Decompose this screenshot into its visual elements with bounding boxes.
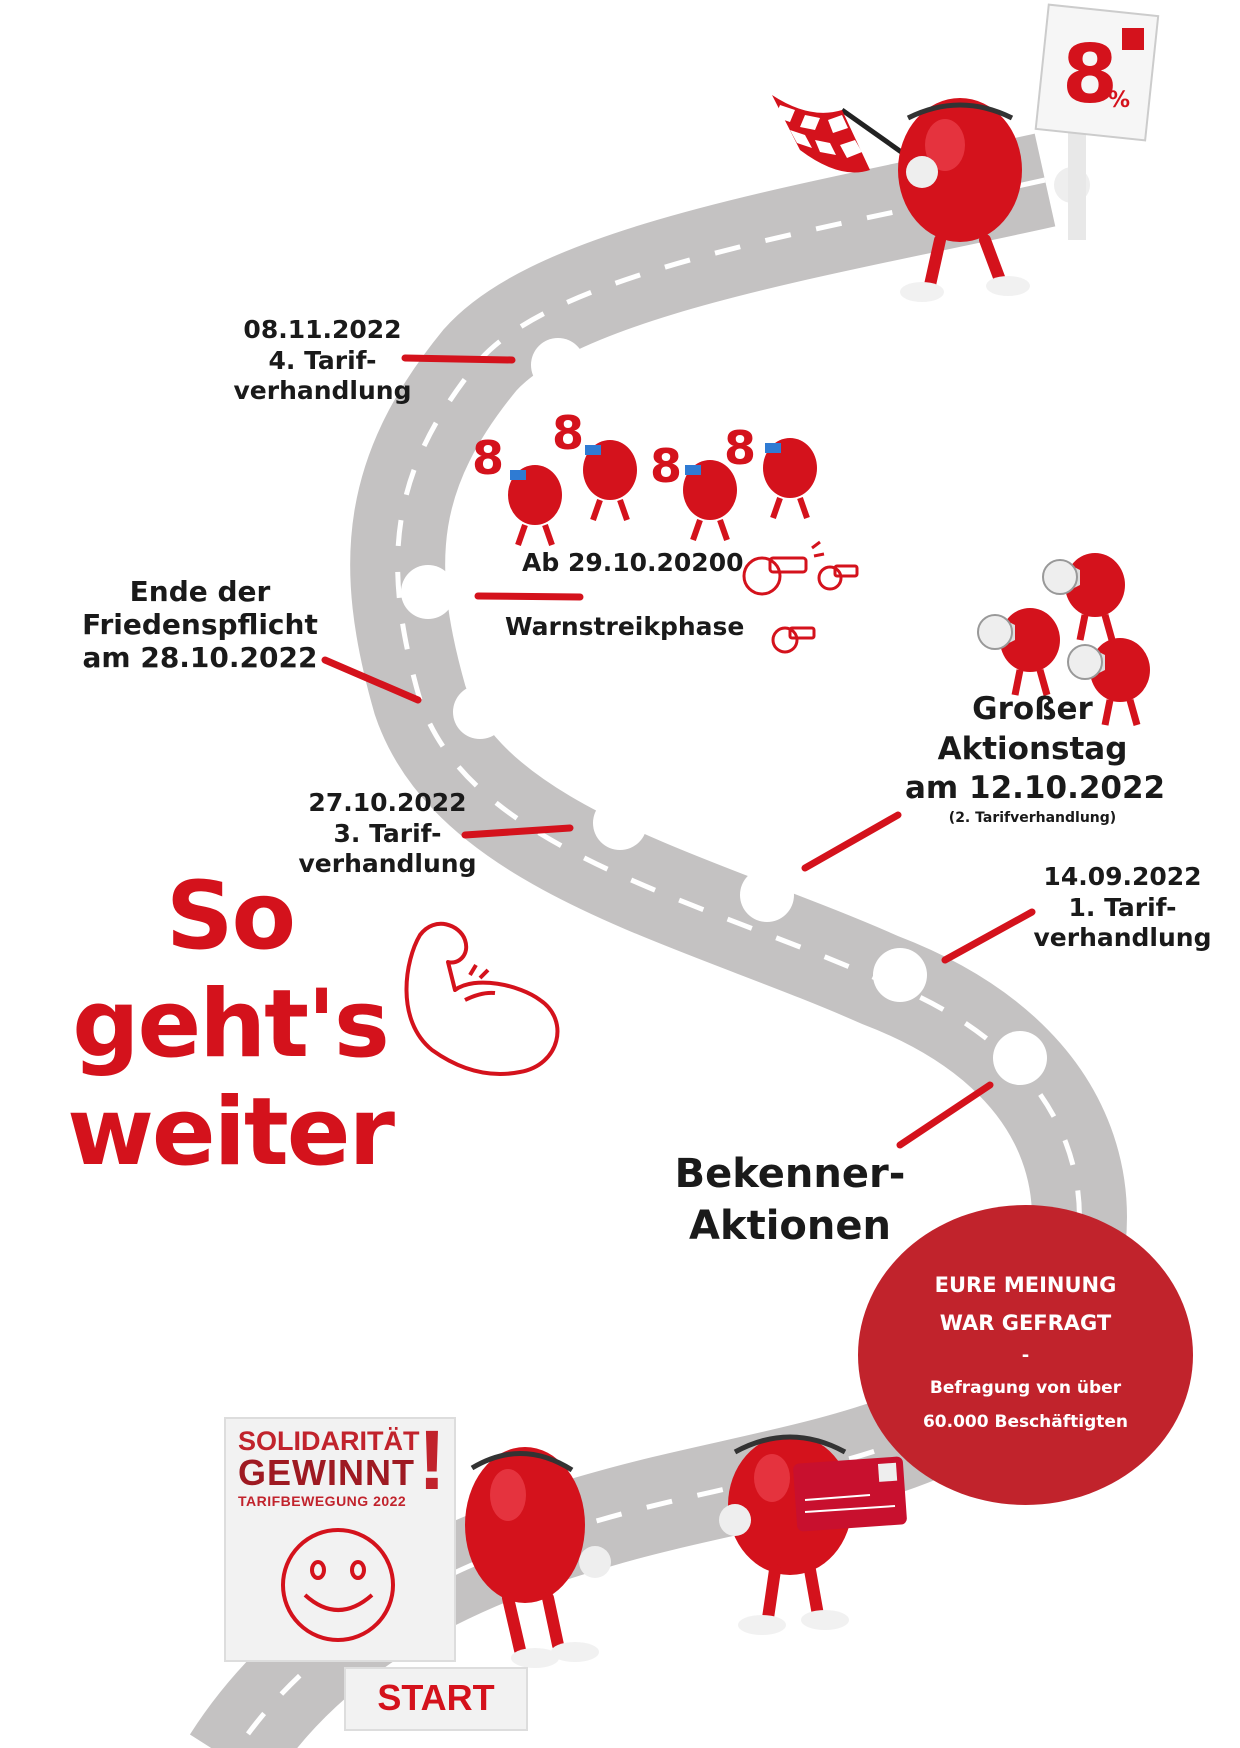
goal-sign-value: 8 [1062, 28, 1118, 121]
milestone-label-m3: 27.10.2022 3. Tarif- verhandlung [295, 788, 480, 880]
milestone-m4-line1: 4. Tarif- [268, 345, 377, 375]
crowd-mascot-3 [683, 460, 737, 541]
headline: So geht's weiter [50, 870, 410, 1180]
mascot-poster [465, 1447, 611, 1668]
whistle-icon-3 [771, 626, 816, 654]
aktionstag-note: (2. Tarifverhandlung) [948, 810, 1117, 827]
headline-line3: weiter [67, 1078, 395, 1187]
milestone-m3-date: 27.10.2022 [308, 788, 467, 817]
milestone-circle-3 [593, 796, 647, 850]
milestone-circle-bekenner [993, 1031, 1047, 1085]
headline-line2: geht's [72, 970, 390, 1079]
survey-badge-line3: Befragung von über [929, 1378, 1122, 1398]
aktionstag-line2: Aktionstag [937, 730, 1128, 767]
milestone-m4-line2: verhandlung [233, 376, 412, 405]
headline-line1: So [165, 862, 296, 971]
milestone-m1-line1: 1. Tarif- [1068, 892, 1177, 922]
milestone-label-m1: 14.09.2022 1. Tarif- verhandlung [1025, 862, 1220, 954]
poster-line3: TARIFBEWEGUNG 2022 [238, 1493, 407, 1509]
milestone-label-aktionstag: Großer Aktionstag am 12.10.2022 (2. Tari… [905, 690, 1166, 827]
connector-bekenner [896, 1081, 994, 1149]
crowd-mascots [508, 438, 817, 546]
survey-badge-line2: WAR GEFRAGT [939, 1311, 1112, 1335]
milestone-m1-line2: verhandlung [1033, 923, 1212, 952]
megaphone-mascot-2 [977, 608, 1060, 696]
milestone-label-friedenspflicht: Ende der Friedenspflicht am 28.10.2022 [80, 575, 320, 674]
milestone-circle-4 [531, 338, 585, 392]
poster-exclaim: ! [418, 1413, 446, 1507]
connector-aktionstag [801, 811, 902, 872]
whistle-icon-1 [742, 540, 825, 596]
poster-text: SOLIDARITÄT GEWINNT TARIFBEWEGUNG 2022 [238, 1426, 448, 1509]
connector-friedenspflicht [321, 656, 422, 704]
megaphone-mascots [977, 553, 1150, 726]
survey-badge: EURE MEINUNG WAR GEFRAGT - Befragung von… [858, 1205, 1193, 1505]
whistle-icon-2 [817, 564, 859, 591]
survey-badge-line4: 60.000 Beschäftigten [922, 1412, 1129, 1432]
milestone-label-bekenner: Bekenner- Aktionen [660, 1148, 920, 1252]
crowd-mascot-4 [763, 438, 817, 519]
crowd-sign-2: 8 [552, 406, 585, 460]
milestone-label-m4: 08.11.2022 4. Tarif- verhandlung [225, 315, 420, 407]
warnstreik-label: Warnstreikphase [505, 612, 745, 641]
aktionstag-line3: am 12.10.2022 [905, 770, 1166, 807]
connector-m4 [401, 354, 516, 364]
crowd-sign-1: 8 [472, 431, 505, 485]
connector-m1 [941, 908, 1036, 964]
friedenspflicht-line3: am 28.10.2022 [82, 641, 318, 675]
milestone-m3-line1: 3. Tarif- [333, 818, 442, 848]
milestone-circle-friedenspflicht [401, 565, 455, 619]
connector-m3 [461, 824, 574, 839]
milestone-markers [401, 338, 1047, 1085]
flexed-arm-heart-icon [404, 921, 560, 1076]
survey-badge-dash: - [1021, 1345, 1030, 1366]
goal-sign-unit: % [1108, 88, 1131, 113]
solidaritaet-poster [224, 1417, 456, 1662]
goal-sign [1034, 3, 1160, 240]
milestone-circle-warnstreik [453, 685, 507, 739]
start-banner [344, 1667, 528, 1731]
megaphone-mascot-1 [1042, 553, 1125, 641]
friedenspflicht-line2: Friedenspflicht [82, 608, 318, 642]
friedenspflicht-line1: Ende der [129, 575, 271, 608]
milestone-m4-date: 08.11.2022 [243, 315, 402, 344]
connector-warnstreik [474, 592, 584, 601]
crowd-mascot-1 [508, 465, 562, 546]
smiley-icon [281, 1528, 395, 1642]
mascot-card [719, 1434, 907, 1635]
membership-card-icon [793, 1456, 907, 1532]
crowd-mascot-2 [583, 440, 637, 521]
bekenner-line1: Bekenner- [674, 1151, 906, 1197]
milestone-circle-1 [873, 948, 927, 1002]
aktionstag-line1: Großer [972, 691, 1093, 727]
milestone-m3-line2: verhandlung [298, 849, 477, 878]
milestone-m1-date: 14.09.2022 [1043, 862, 1202, 891]
milestone-circle-aktionstag [740, 868, 794, 922]
warnstreik-date: Ab 29.10.20200 [522, 548, 744, 577]
poster-line2: GEWINNT [238, 1452, 415, 1493]
start-label: START [377, 1677, 495, 1718]
crowd-sign-4: 8 [724, 421, 757, 475]
connector-lines [321, 354, 1036, 1149]
bekenner-line2: Aktionen [689, 1203, 891, 1249]
megaphone-mascot-3 [1067, 638, 1150, 726]
crowd-sign-3: 8 [650, 439, 683, 493]
whistle-icons [742, 540, 859, 654]
poster-line1: SOLIDARITÄT [238, 1426, 420, 1456]
survey-badge-line1: EURE MEINUNG [934, 1273, 1117, 1297]
